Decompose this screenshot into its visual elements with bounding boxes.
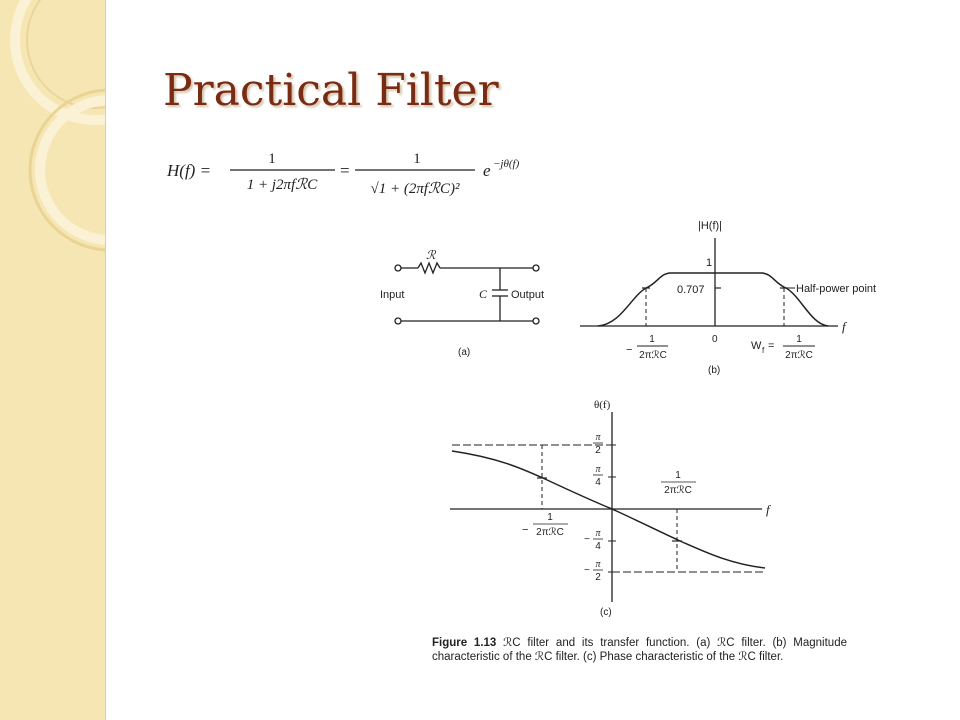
phase-y-axis-label: θ(f) bbox=[594, 399, 611, 411]
pos-cutoff-numerator: 1 bbox=[796, 334, 802, 345]
resistor-symbol bbox=[417, 261, 441, 275]
rc-circuit-diagram: ℛ C Input Output (a) bbox=[380, 248, 544, 358]
label-minus-pi-over-2: − π 2 bbox=[584, 559, 603, 583]
figure-caption-text: ℛC filter and its transfer function. (a)… bbox=[432, 637, 847, 663]
wf-subscript: f bbox=[762, 346, 765, 355]
level-one-label: 1 bbox=[706, 257, 712, 269]
phase-curve bbox=[451, 450, 766, 569]
figure-caption: Figure 1.13 ℛC filter and its transfer f… bbox=[432, 636, 847, 664]
svg-text:4: 4 bbox=[595, 541, 601, 552]
pos-cutoff-phase-label: 1 2πℛC bbox=[661, 470, 696, 496]
decorative-side-band bbox=[0, 0, 106, 720]
neg-cutoff-numerator: 1 bbox=[649, 334, 655, 345]
svg-text:2: 2 bbox=[595, 445, 601, 456]
equation-frac2-numerator: 1 bbox=[413, 151, 421, 167]
equation-exp-base: e bbox=[483, 161, 491, 180]
output-label: Output bbox=[511, 289, 544, 301]
svg-text:π: π bbox=[595, 559, 601, 570]
resistor-label: ℛ bbox=[426, 248, 437, 262]
panel-b-label: (b) bbox=[708, 365, 720, 376]
slide-title: Practical Filter bbox=[163, 65, 499, 116]
origin-label: 0 bbox=[712, 334, 718, 345]
panel-a-label: (a) bbox=[458, 347, 470, 358]
output-bottom-terminal bbox=[532, 317, 540, 325]
svg-text:−: − bbox=[584, 534, 590, 545]
equation-frac1-numerator: 1 bbox=[268, 151, 276, 167]
input-bottom-terminal bbox=[394, 317, 402, 325]
label-minus-pi-over-4: − π 4 bbox=[584, 528, 603, 552]
capacitor-label: C bbox=[479, 287, 488, 301]
phase-x-axis-label: f bbox=[766, 502, 772, 517]
equation-lhs: H(f) = bbox=[166, 161, 211, 180]
neg-cutoff-phase-label: − 1 2πℛC bbox=[522, 512, 568, 538]
phase-response-plot: θ(f) f π 2 π 4 − π 4 − π 2 1 2πℛC − 1 2π… bbox=[450, 399, 772, 618]
wf-label: W bbox=[751, 340, 762, 352]
magnitude-x-axis-label: f bbox=[842, 319, 848, 334]
half-power-point-label: Half-power point bbox=[796, 283, 876, 295]
svg-text:π: π bbox=[595, 464, 601, 475]
wf-equals: = bbox=[768, 340, 774, 352]
svg-text:2πℛC: 2πℛC bbox=[664, 485, 692, 496]
equation-frac1-denominator: 1 + j2πfℛC bbox=[247, 177, 318, 193]
decorative-circles bbox=[10, 0, 105, 252]
equation-exp-power: −jθ(f) bbox=[493, 158, 520, 170]
level-0707-label: 0.707 bbox=[677, 284, 705, 296]
magnitude-y-axis-label: |H(f)| bbox=[698, 220, 722, 232]
svg-text:2πℛC: 2πℛC bbox=[536, 527, 564, 538]
label-plus-pi-over-2: π 2 bbox=[593, 432, 603, 456]
pos-cutoff-denominator: 2πℛC bbox=[785, 350, 813, 361]
equation-equals: = bbox=[340, 161, 350, 180]
panel-c-label: (c) bbox=[600, 607, 612, 618]
neg-cutoff-denominator: 2πℛC bbox=[639, 350, 667, 361]
svg-text:−: − bbox=[522, 524, 528, 536]
label-plus-pi-over-4: π 4 bbox=[593, 464, 603, 488]
input-top-terminal bbox=[394, 264, 402, 272]
transfer-function-equation: H(f) = 1 1 + j2πfℛC = 1 √1 + (2πfℛC)² e … bbox=[166, 151, 520, 197]
svg-text:2: 2 bbox=[595, 572, 601, 583]
svg-text:1: 1 bbox=[675, 470, 681, 481]
neg-cutoff-minus: − bbox=[626, 344, 632, 356]
figure-caption-label: Figure 1.13 bbox=[432, 637, 497, 649]
svg-text:4: 4 bbox=[595, 477, 601, 488]
equation-frac2-denominator: √1 + (2πfℛC)² bbox=[371, 181, 460, 197]
magnitude-curve bbox=[597, 272, 829, 327]
input-label: Input bbox=[380, 289, 404, 301]
svg-text:1: 1 bbox=[547, 512, 553, 523]
magnitude-response-plot: |H(f)| f 1 0.707 Half-power point 0 − 1 … bbox=[580, 220, 876, 376]
svg-text:−: − bbox=[584, 565, 590, 576]
svg-text:π: π bbox=[595, 528, 601, 539]
output-top-terminal bbox=[532, 264, 540, 272]
svg-text:π: π bbox=[595, 432, 601, 443]
